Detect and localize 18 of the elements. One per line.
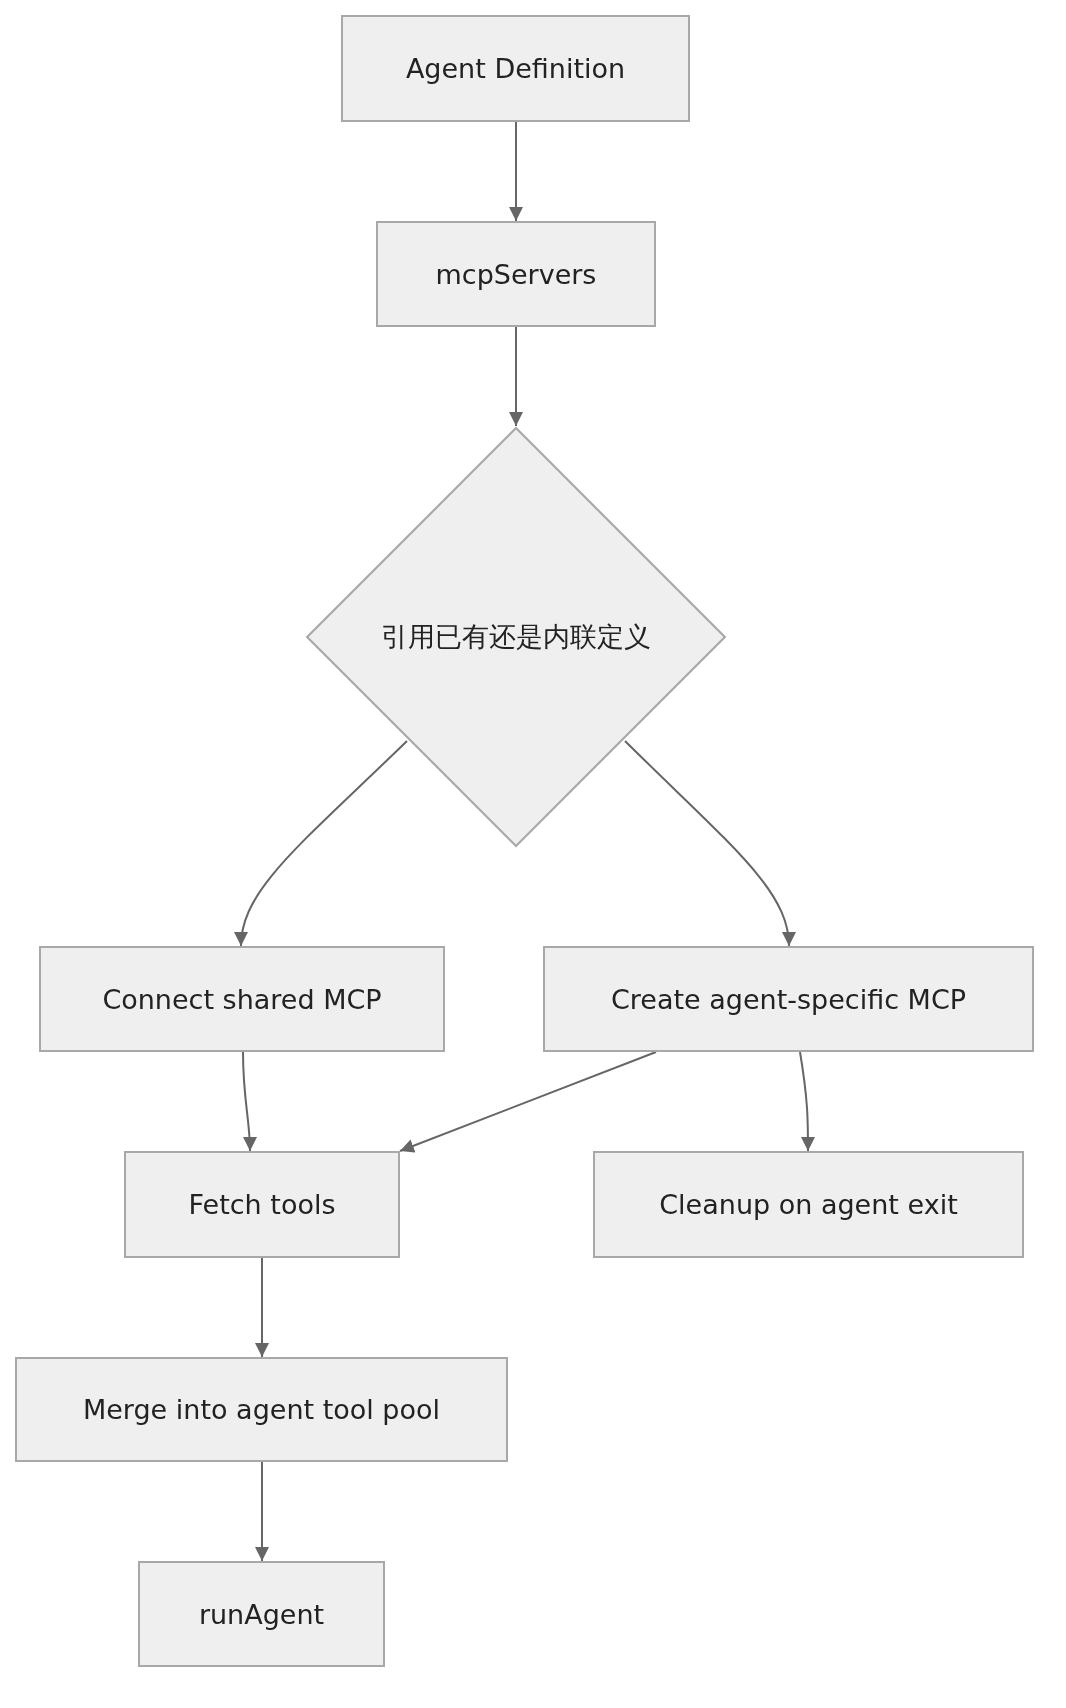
arrow [399, 1051, 657, 1153]
process-box: mcpServers [376, 221, 656, 327]
arrow [624, 740, 795, 947]
process-box: Fetch tools [124, 1151, 400, 1258]
arrow [509, 121, 523, 222]
arrow [509, 326, 523, 427]
arrow [255, 1461, 269, 1562]
process-box: Agent Definition [341, 15, 690, 122]
process-box: Create agent-specific MCP [543, 946, 1034, 1052]
arrow [242, 1051, 257, 1152]
process-box: Merge into agent tool pool [15, 1357, 508, 1462]
arrow [235, 740, 408, 947]
process-box: Connect shared MCP [39, 946, 445, 1052]
decision-diamond: 引用已有还是内联定义 [305, 426, 727, 848]
process-box: Cleanup on agent exit [593, 1151, 1024, 1258]
process-box: runAgent [138, 1561, 385, 1667]
arrow [799, 1051, 815, 1152]
arrow [255, 1257, 269, 1358]
